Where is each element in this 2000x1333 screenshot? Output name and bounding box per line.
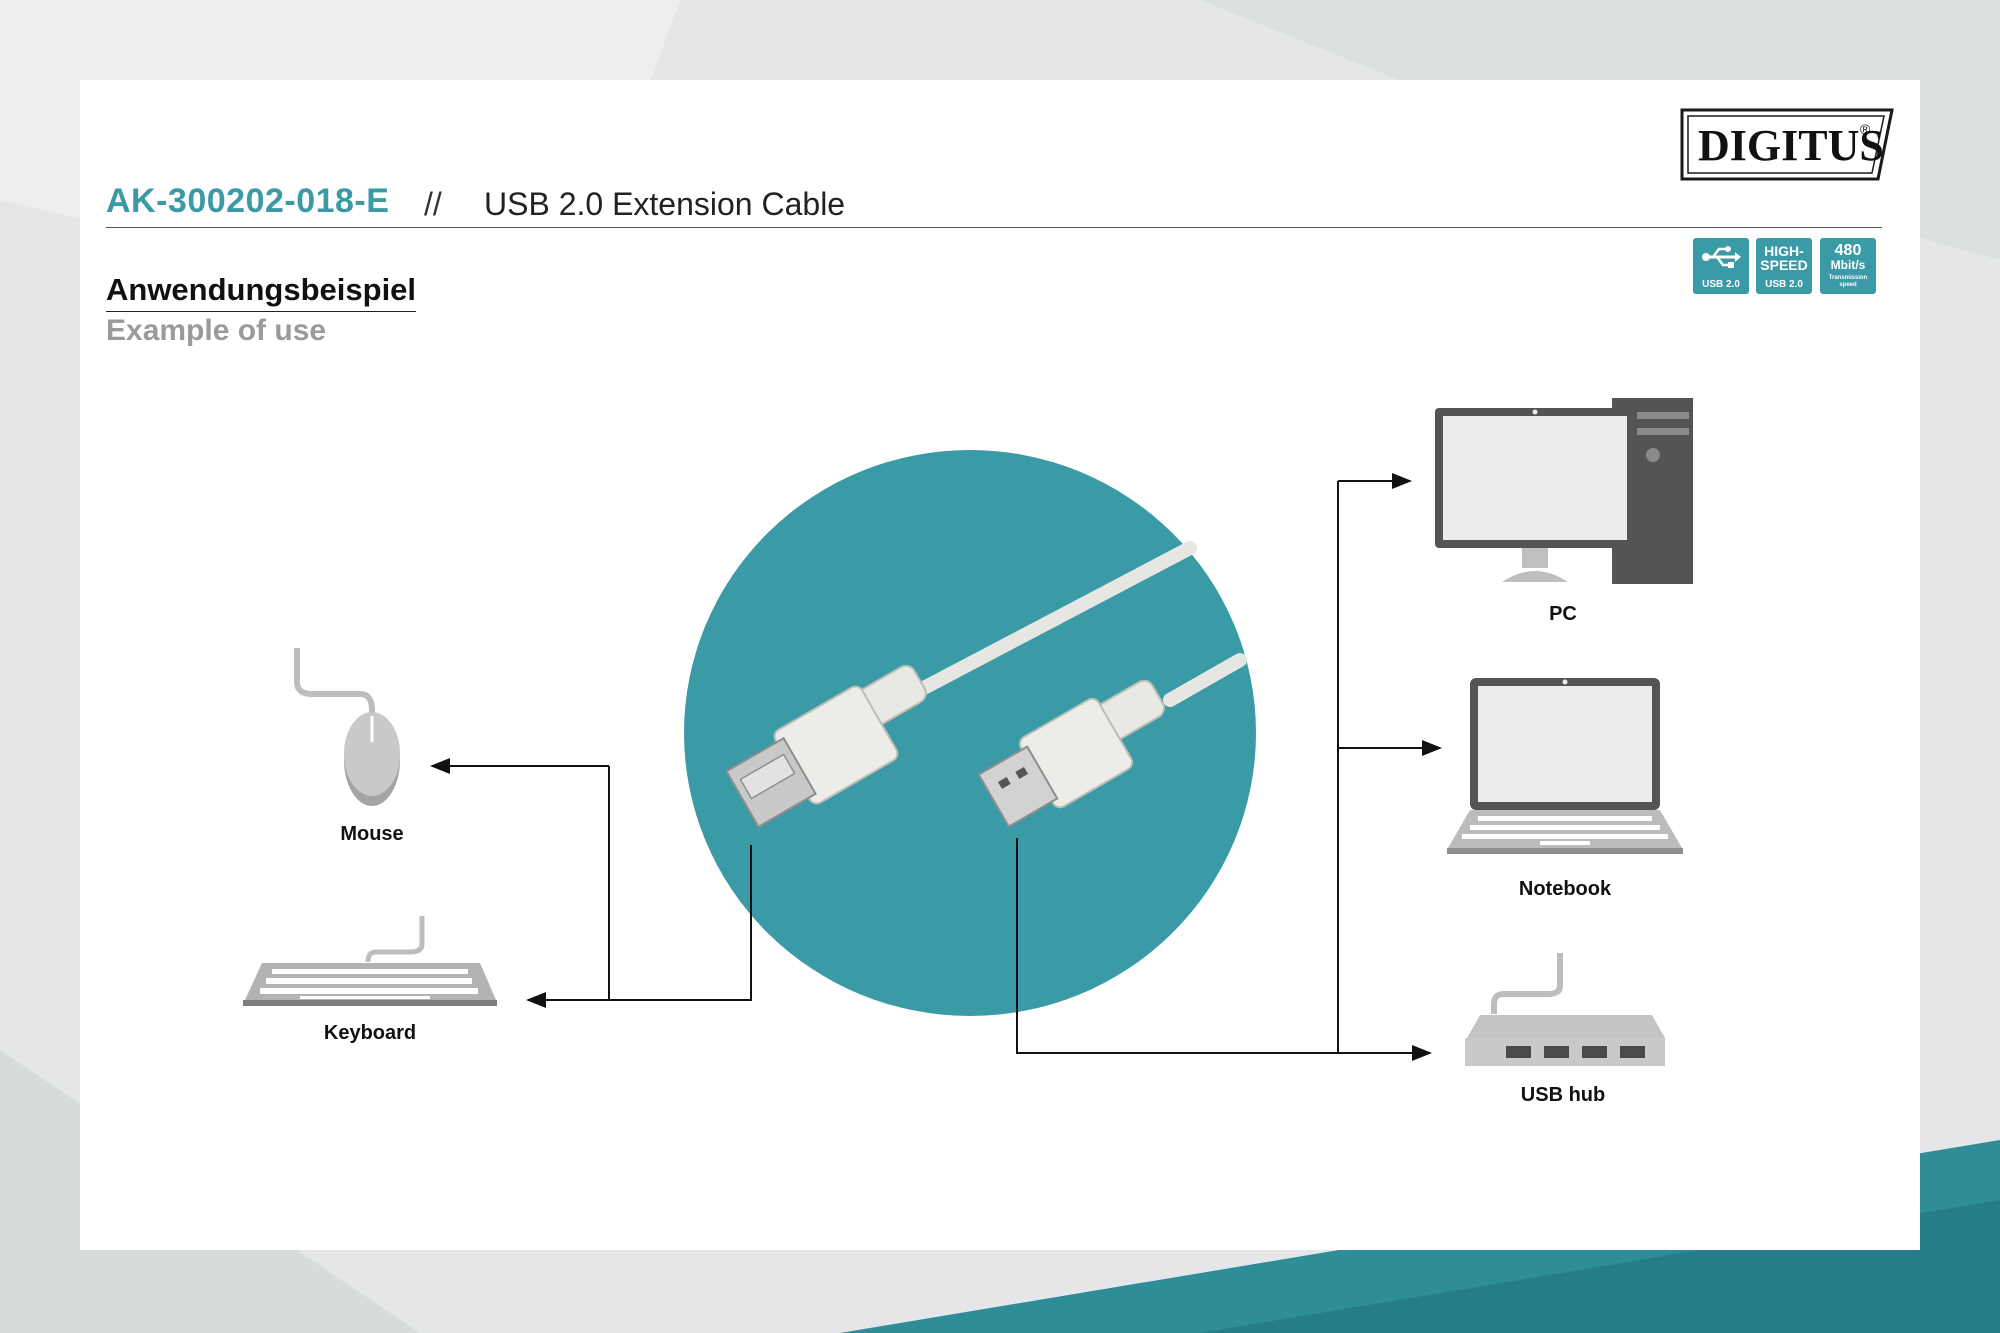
- title-divider: [106, 227, 1882, 228]
- transmission-speed-badge: 480 Mbit/s Transmission speed: [1820, 238, 1876, 294]
- label-mouse: Mouse: [340, 823, 403, 845]
- keyboard-icon: [243, 916, 497, 1006]
- line-male-to-devices: [1016, 838, 1338, 1054]
- cable-left: [913, 541, 1197, 697]
- usb-badge-caption: USB 2.0: [1702, 279, 1740, 290]
- hs-line2: SPEED: [1760, 257, 1808, 273]
- hs-line1: HIGH-: [1764, 243, 1804, 259]
- speed-caption-1: Transmission: [1828, 275, 1868, 281]
- pc-icon: [1435, 398, 1693, 584]
- speed-caption-2: speed: [1839, 282, 1857, 288]
- label-keyboard: Keyboard: [324, 1022, 416, 1044]
- notebook-icon: [1447, 678, 1683, 854]
- teal-circle: [684, 450, 1256, 1016]
- speed-value: 480: [1834, 242, 1862, 259]
- product-code: AK-300202-018-E: [106, 182, 390, 220]
- usb-male-connector: [977, 679, 1165, 828]
- label-pc: PC: [1549, 603, 1577, 625]
- logo-text: DIGITUS: [1698, 121, 1884, 170]
- line-female-to-input: [609, 845, 752, 1001]
- usb-female-connector: [725, 664, 927, 829]
- cable-right: [1163, 653, 1247, 707]
- mouse-icon: [294, 648, 400, 806]
- usb-2-badge: USB 2.0: [1693, 238, 1749, 294]
- section-title-german: Anwendungsbeispiel: [106, 272, 417, 312]
- section-title-english: Example of use: [106, 314, 327, 347]
- product-name: USB 2.0 Extension Cable: [484, 186, 846, 222]
- hs-caption: USB 2.0: [1765, 279, 1803, 290]
- label-notebook: Notebook: [1519, 878, 1612, 900]
- digitus-logo: DIGITUS ®: [1680, 108, 1894, 181]
- connection-lines: [430, 473, 1442, 1061]
- speed-unit: Mbit/s: [1830, 258, 1866, 272]
- label-usb-hub: USB hub: [1521, 1084, 1605, 1106]
- usb-trident-icon: [1702, 246, 1741, 268]
- title-separator: //: [424, 186, 442, 222]
- logo-registered-mark: ®: [1860, 121, 1871, 137]
- high-speed-badge: HIGH- SPEED USB 2.0: [1756, 238, 1812, 294]
- cable-illustration: [684, 450, 1256, 1016]
- usb-hub-icon: [1465, 953, 1665, 1066]
